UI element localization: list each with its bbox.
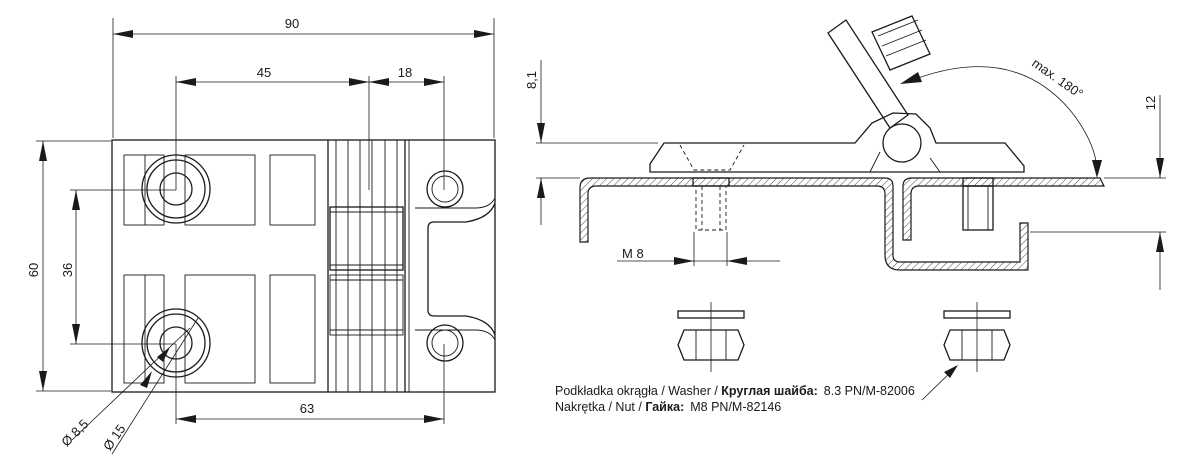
right-leaf-hole-top [426,170,464,208]
dimension-right-offset: 18 [369,65,445,190]
mounting-sheet-section [579,177,1029,271]
nut-note: Nakrętka / Nut / Гайка:M8 PN/M-82146 [555,400,781,414]
dim-45-label: 45 [257,65,271,80]
hinge-side-view: max. 180° [579,15,1105,271]
dim-dia-8-5-label: Ø 8,5 [58,416,91,449]
dim-dia-15-label: Ø 15 [100,422,128,454]
left-leaf-pockets [123,154,316,384]
dim-12-label: 12 [1143,96,1158,110]
dimension-hole-spacing-y: 36 [60,189,176,345]
hinge-plate-outline [111,139,496,393]
m8-bolt [679,144,745,231]
dim-63-label: 63 [300,401,314,416]
dim-18-label: 18 [398,65,412,80]
right-leaf-slot [427,202,496,336]
dimension-bottom-spacing: 63 [175,344,445,424]
dimension-side-height-left: 8,1 [524,60,658,225]
dim-90-label: 90 [285,16,299,31]
dim-36-label: 36 [60,263,75,277]
washer-note: Podkładka okrągła / Washer / Круглая шай… [555,384,915,398]
hinge-knuckle [329,140,404,392]
rotated-leaf [827,19,909,129]
right-screw [962,177,994,231]
hinge-front-view [111,139,496,393]
dimension-hole-spacing-x: 45 [175,65,370,190]
dimension-overall-width: 90 [112,16,495,138]
dim-m8-label: M 8 [622,246,644,261]
washer-nut-left [677,302,745,372]
upper-hinge-body [649,112,1025,173]
dim-max-angle-label: max. 180° [1029,55,1086,101]
hinge-pin [882,123,922,163]
dimension-overall-height: 60 [26,140,111,392]
dim-8-1-label: 8,1 [524,71,539,89]
dim-60-label: 60 [26,263,41,277]
max-angle-arc [904,66,1098,176]
dimension-thread: M 8 [617,232,780,266]
washer-nut-right [921,302,1011,401]
dimension-side-height-right: 12 [1030,95,1166,290]
dimension-hole-diameters: Ø 8,5 Ø 15 [58,317,199,455]
